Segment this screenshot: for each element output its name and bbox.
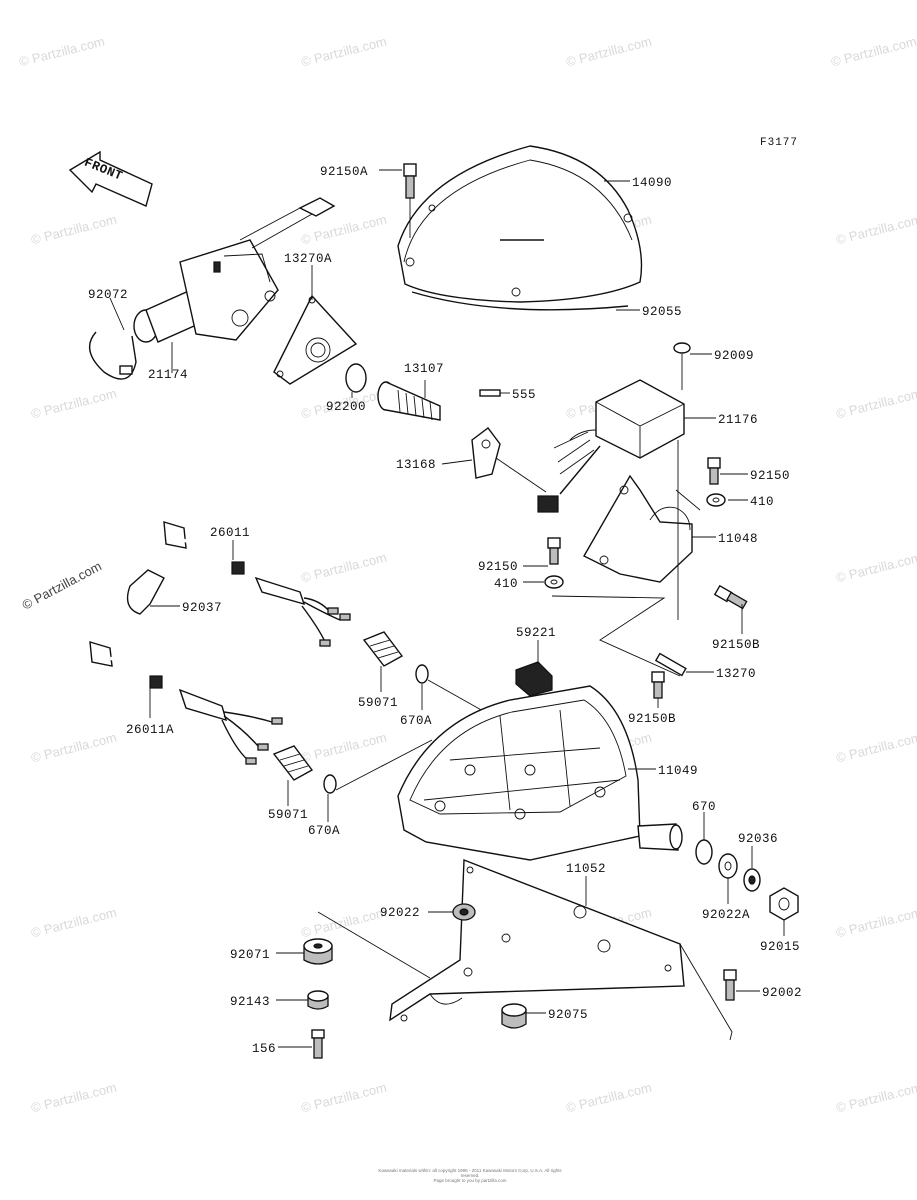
label-11049: 11049 [658,764,698,778]
label-92022A: 92022A [702,908,750,922]
label-26011: 26011 [210,526,250,540]
grommet-92022 [452,903,476,921]
cover-14090 [397,145,643,311]
label-92071: 92071 [230,948,270,962]
label-92072: 92072 [88,288,128,302]
label-59071-lower: 59071 [268,808,308,822]
label-92075: 92075 [548,1008,588,1022]
label-92150A: 92150A [320,165,368,179]
ring-92200 [345,363,367,393]
grommet-92071 [303,938,333,965]
bolt-92150-right [706,457,726,507]
label-21174: 21174 [148,368,188,382]
collar-92143 [307,990,329,1010]
harness-26011A [89,641,283,765]
label-670A-upper: 670A [400,714,432,728]
label-92002: 92002 [762,986,802,1000]
band-92072 [88,331,137,380]
diagram-code: F3177 [760,137,799,149]
controller-21176 [537,379,685,513]
label-410-left: 410 [494,577,518,591]
label-26011A: 26011A [126,723,174,737]
pin-555 [479,389,501,397]
label-92150B-lower: 92150B [628,712,676,726]
band-92037 [126,569,165,615]
mount-plate-11052 [317,858,733,1041]
label-59221: 59221 [516,626,556,640]
label-92150-left: 92150 [478,560,518,574]
label-13270: 13270 [716,667,756,681]
label-14090: 14090 [632,176,672,190]
label-59071-upper: 59071 [358,696,398,710]
bolt-92150B-lower [651,671,665,699]
bolt-156 [311,1029,325,1059]
arm-13168 [471,427,547,493]
part-labels: 92150A 14090 92055 92072 21174 13270A 92… [88,165,802,1056]
leader-lines [109,169,785,1048]
bolt-92150-left [544,537,681,677]
copyright-line: Page brought to you by partzilla.com [433,1178,507,1183]
o-ring-670A-upper [415,664,429,684]
screw-92150A [403,163,417,238]
label-92022: 92022 [380,906,420,920]
label-13168: 13168 [396,458,436,472]
label-670: 670 [692,800,716,814]
bolt-92002 [723,969,737,1001]
screw-92009 [673,342,691,390]
washer-92036 [743,868,761,892]
plate-13270A [273,294,358,385]
label-92200: 92200 [326,400,366,414]
copyright-line: Kawasaki materials within: all copyright… [378,1168,562,1178]
label-11048: 11048 [718,532,758,546]
label-92037: 92037 [182,601,222,615]
o-ring-670 [695,839,713,865]
harness-26011 [163,521,351,647]
grommet-92075 [501,1003,527,1029]
label-11052: 11052 [566,862,606,876]
front-arrow-icon: FRONT [68,150,153,207]
copyright-notice: Kawasaki materials within: all copyright… [370,1168,570,1183]
label-92009: 92009 [714,349,754,363]
fitting-59071-upper [362,631,404,667]
label-13107: 13107 [404,362,444,376]
label-92143: 92143 [230,995,270,1009]
label-555: 555 [512,388,536,402]
label-92055: 92055 [642,305,682,319]
washer-92022A [718,853,738,879]
label-92150-right: 92150 [750,469,790,483]
fitting-59071-lower [272,745,314,781]
label-92150B-upper: 92150B [712,638,760,652]
label-92015: 92015 [760,940,800,954]
label-92036: 92036 [738,832,778,846]
shaft-13107 [377,381,441,421]
label-410-right: 410 [750,495,774,509]
base-11049 [397,685,683,861]
plate-13270 [654,652,687,677]
label-21176: 21176 [718,413,758,427]
label-156: 156 [252,1042,276,1056]
motor-assembly-21174 [133,197,336,343]
o-ring-670A-lower [323,774,337,794]
nut-92015 [769,887,799,921]
bracket-11048 [583,440,701,620]
label-13270A: 13270A [284,252,332,266]
label-670A-lower: 670A [308,824,340,838]
